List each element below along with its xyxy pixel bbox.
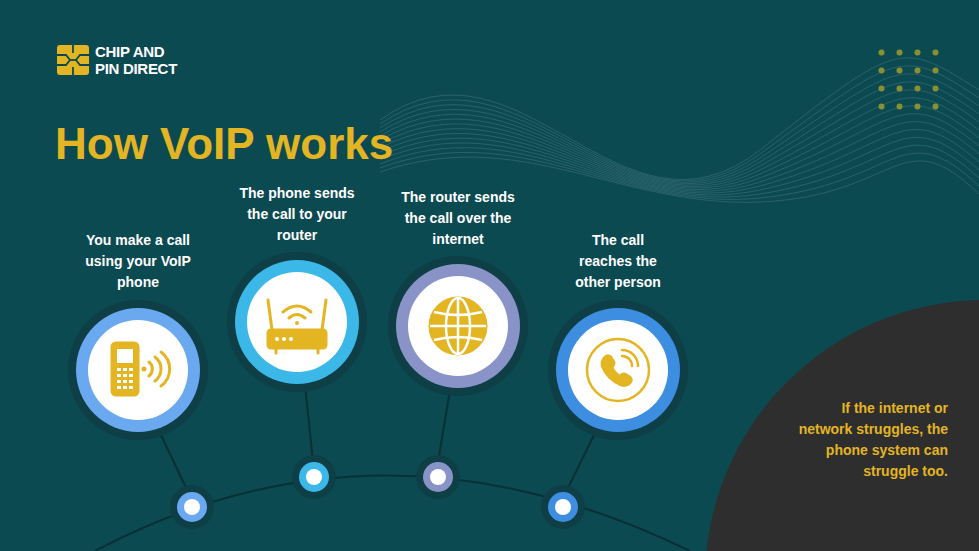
step-label: The call reaches the other person [566, 230, 670, 293]
step-node: You make a call using your VoIP phone [64, 226, 212, 444]
step-label: The phone sends the call to your router [239, 183, 355, 246]
note-circle [705, 300, 979, 551]
dot-grid [878, 49, 950, 121]
timeline-dots [170, 455, 585, 529]
globe-icon [430, 298, 486, 354]
phone-icon [112, 343, 170, 395]
note-node: If the internet or network struggles, th… [705, 300, 979, 551]
note-text: If the internet or network struggles, th… [798, 398, 948, 482]
call-icon [587, 339, 649, 401]
step-label: You make a call using your VoIP phone [82, 230, 194, 293]
logo-chip [57, 45, 89, 75]
router-icon [268, 300, 326, 353]
timeline-arc [95, 476, 690, 551]
step-node: The call reaches the other person [544, 228, 692, 442]
stem-lines [160, 385, 595, 492]
logo-text: CHIP AND PIN DIRECT [95, 43, 191, 77]
step-node: The router sends the call over the inter… [384, 185, 532, 389]
step-node: The phone sends the call to your router [223, 181, 371, 381]
step-label: The router sends the call over the inter… [392, 187, 524, 250]
diagram-title: How VoIP works [55, 118, 393, 170]
